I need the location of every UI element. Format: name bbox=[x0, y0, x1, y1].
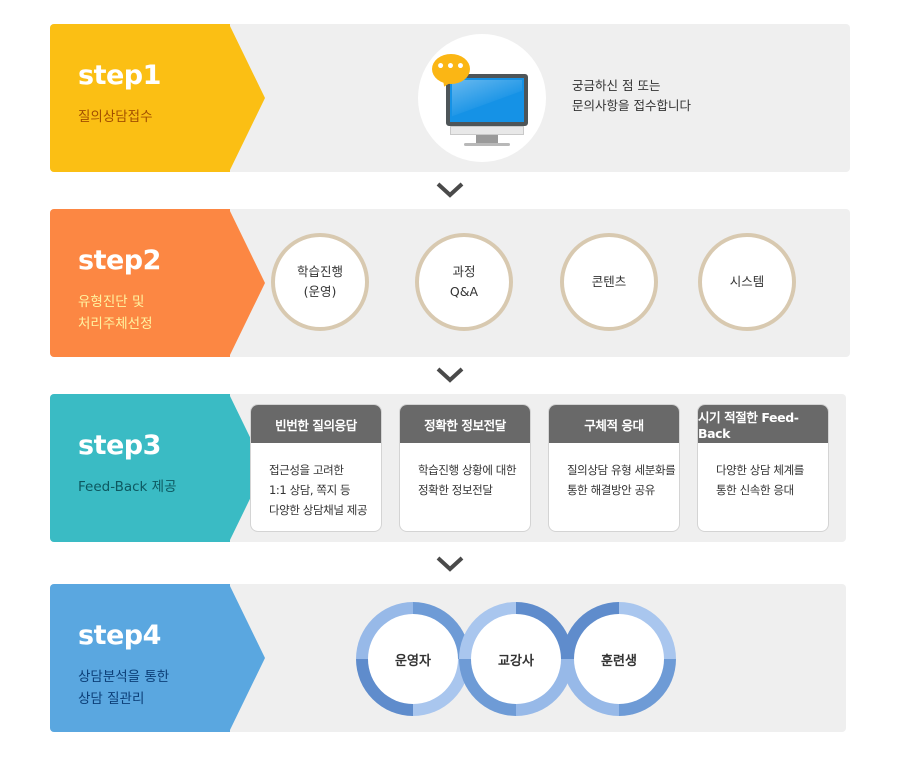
card-body: 질의상담 유형 세분화를 통한 해결방안 공유 bbox=[567, 463, 676, 497]
step3-badge: step3 Feed-Back 제공 bbox=[50, 394, 265, 542]
monitor-chat-icon: ••• bbox=[418, 34, 546, 162]
card-body: 다양한 상담 체계를 통한 신속한 응대 bbox=[716, 463, 804, 497]
card-head: 정확한 정보전달 bbox=[400, 405, 530, 443]
card-specific-response: 구체적 응대 질의상담 유형 세분화를 통한 해결방안 공유 bbox=[548, 404, 680, 532]
card-head: 시기 적절한 Feed-Back bbox=[698, 405, 828, 443]
step4-badge: step4 상담분석을 통한 상담 질관리 bbox=[50, 584, 265, 732]
card-head: 빈번한 질의응답 bbox=[251, 405, 381, 443]
step3-panel: step3 Feed-Back 제공 빈번한 질의응답 접근성을 고려한 1:1… bbox=[50, 394, 846, 542]
card-head: 구체적 응대 bbox=[549, 405, 679, 443]
card-frequent-qa: 빈번한 질의응답 접근성을 고려한 1:1 상담, 쪽지 등 다양한 상담채널 … bbox=[250, 404, 382, 532]
ring-label: 교강사 bbox=[471, 614, 561, 704]
ring-trainee: 훈련생 bbox=[562, 602, 676, 716]
monitor-foot bbox=[464, 143, 510, 146]
monitor-stand bbox=[476, 135, 498, 143]
step4-panel: step4 상담분석을 통한 상담 질관리 운영자 교강사 훈련생 bbox=[50, 584, 846, 732]
ring-learning-progress: 학습진행 (운영) bbox=[271, 233, 369, 331]
step1-badge: step1 질의상담접수 bbox=[50, 24, 265, 172]
step3-title: step3 bbox=[78, 430, 161, 461]
chat-bubble-icon: ••• bbox=[432, 54, 470, 84]
ring-system: 시스템 bbox=[698, 233, 796, 331]
ring-label: 운영자 bbox=[368, 614, 458, 704]
step1-description: 궁금하신 점 또는 문의사항을 접수합니다 bbox=[572, 78, 691, 113]
step2-panel: step2 유형진단 및 처리주체선정 학습진행 (운영) 과정 Q&A 콘텐츠… bbox=[50, 209, 850, 357]
step4-subtitle: 상담분석을 통한 상담 질관리 bbox=[78, 669, 170, 707]
step2-badge: step2 유형진단 및 처리주체선정 bbox=[50, 209, 265, 357]
card-timely-feedback: 시기 적절한 Feed-Back 다양한 상담 체계를 통한 신속한 응대 bbox=[697, 404, 829, 532]
ring-label: 학습진행 (운영) bbox=[296, 264, 343, 299]
step4-title: step4 bbox=[78, 620, 161, 651]
ring-course-qa: 과정 Q&A bbox=[415, 233, 513, 331]
chevron-down-icon bbox=[436, 556, 464, 572]
step3-subtitle: Feed-Back 제공 bbox=[78, 479, 177, 495]
monitor-screen bbox=[446, 74, 528, 126]
ring-label: 과정 Q&A bbox=[449, 264, 479, 299]
ring-label: 훈련생 bbox=[574, 614, 664, 704]
ring-contents: 콘텐츠 bbox=[560, 233, 658, 331]
step1-title: step1 bbox=[78, 60, 161, 91]
ring-operator: 운영자 bbox=[356, 602, 470, 716]
step2-subtitle: 유형진단 및 처리주체선정 bbox=[78, 294, 153, 332]
chevron-down-icon bbox=[436, 182, 464, 198]
step2-title: step2 bbox=[78, 245, 161, 276]
card-body: 접근성을 고려한 1:1 상담, 쪽지 등 다양한 상담채널 제공 bbox=[269, 463, 368, 517]
ring-label: 콘텐츠 bbox=[591, 274, 627, 289]
chat-bubble-dots: ••• bbox=[436, 59, 466, 75]
monitor-base bbox=[450, 126, 524, 135]
step1-panel: step1 질의상담접수 ••• 궁금하신 점 또는 문의사항을 접수합니다 bbox=[50, 24, 850, 172]
card-accurate-info: 정확한 정보전달 학습진행 상황에 대한 정확한 정보전달 bbox=[399, 404, 531, 532]
ring-instructor: 교강사 bbox=[459, 602, 573, 716]
chevron-down-icon bbox=[436, 367, 464, 383]
card-body: 학습진행 상황에 대한 정확한 정보전달 bbox=[418, 463, 517, 497]
ring-label: 시스템 bbox=[729, 274, 765, 289]
linked-rings: 운영자 교강사 훈련생 bbox=[356, 602, 676, 716]
step1-subtitle: 질의상담접수 bbox=[78, 109, 153, 125]
